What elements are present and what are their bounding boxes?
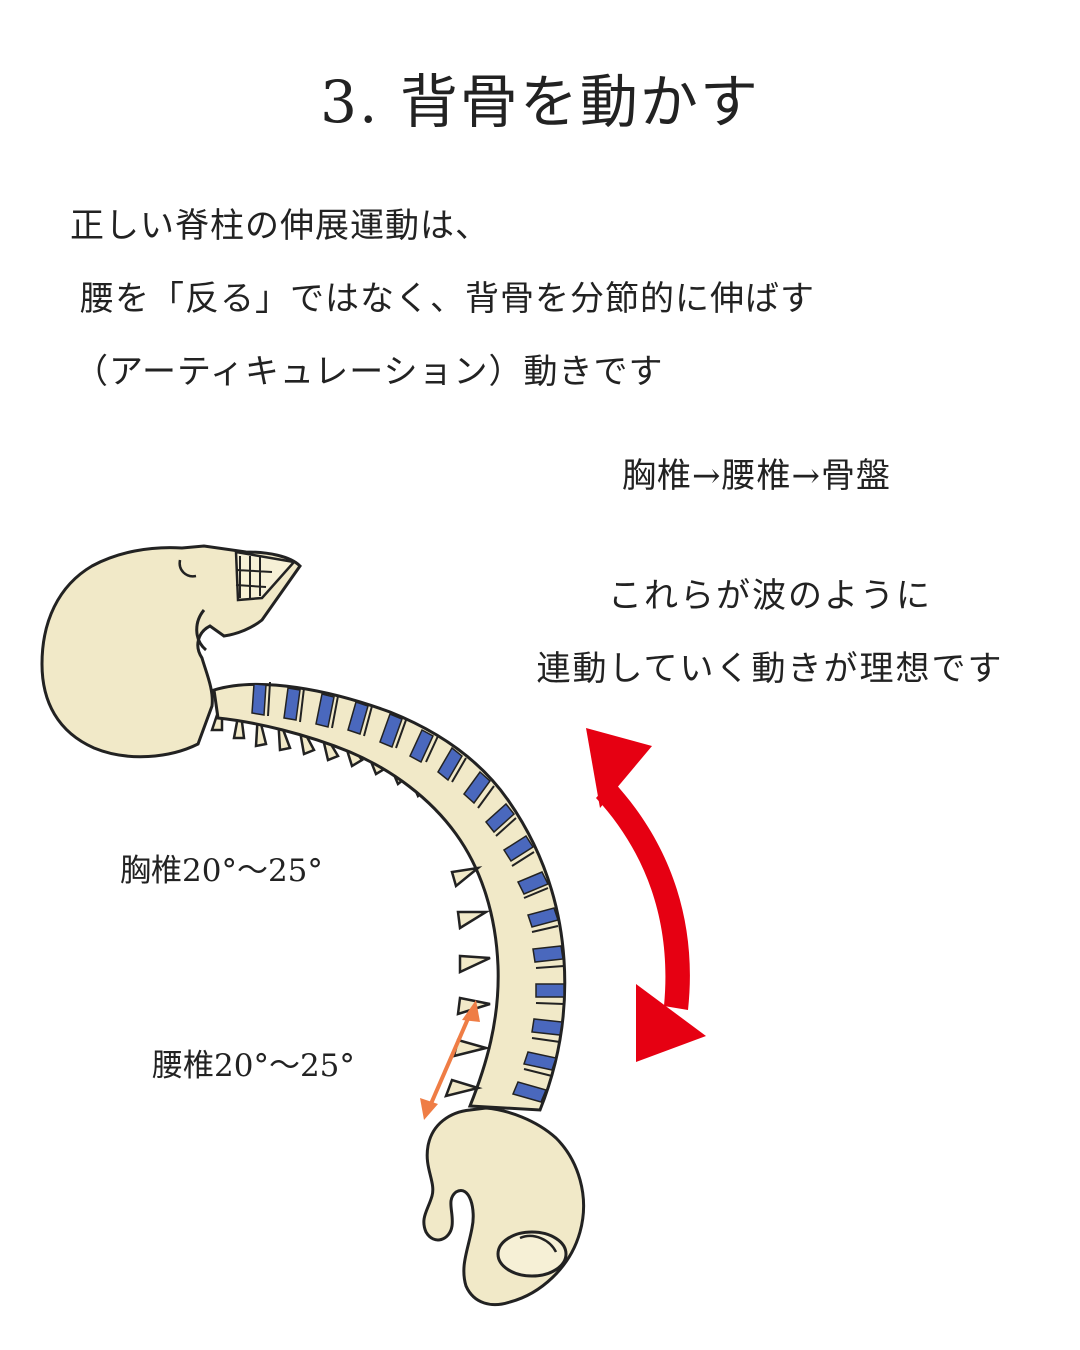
wave-line-1: これらが波のように [608,576,932,616]
intro-line-3: （アーティキュレーション）動きです [74,352,664,392]
range-arrow [420,1000,480,1120]
page-title: 3. 背骨を動かす [320,68,760,136]
intro-line-2: 腰を「反る」ではなく、背骨を分節的に伸ばす [80,279,815,319]
pelvis [422,1106,586,1307]
curved-double-arrow [586,728,706,1062]
intro-text: 正しい脊柱の伸展運動は、 腰を「反る」ではなく、背骨を分節的に伸ばす （アーティ… [70,190,815,409]
wave-text: これらが波のように 連動していく動きが理想です [500,560,1040,706]
lumbar-label: 腰椎20°～25° [152,1048,355,1084]
intro-line-1: 正しい脊柱の伸展運動は、 [70,206,490,246]
skull [40,544,302,759]
flow-text: 胸椎→腰椎→骨盤 [622,456,891,496]
spine [210,681,567,1112]
wave-line-2: 連動していく動きが理想です [536,649,1004,689]
thoracic-label: 胸椎20°～25° [120,853,323,889]
